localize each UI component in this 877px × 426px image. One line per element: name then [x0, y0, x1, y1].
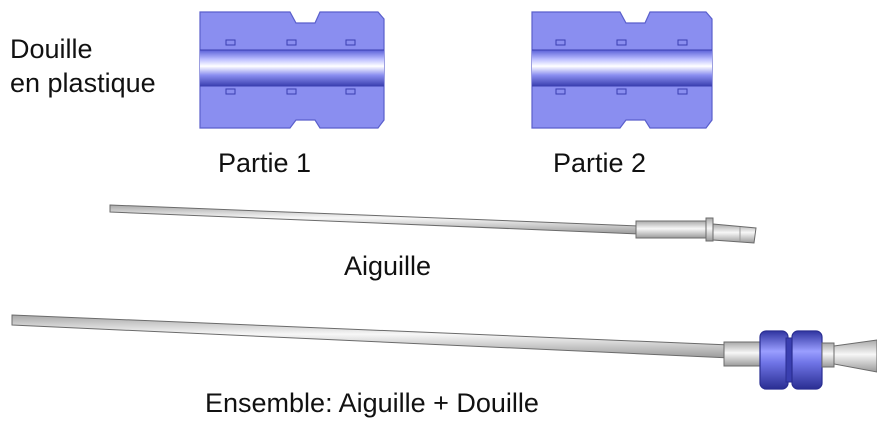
part-1-label: Partie 1: [218, 148, 312, 178]
needle: [109, 204, 757, 244]
part-2-label: Partie 2: [553, 148, 647, 178]
plastic-sleeve-label-line2: en plastique: [10, 68, 156, 98]
needle-label: Aiguille: [344, 251, 432, 281]
sleeve-part-2: [531, 11, 713, 129]
assembly-needle-sleeve: [11, 314, 877, 390]
plastic-sleeve-label-line1: Douille: [10, 34, 93, 64]
assembly-label: Ensemble: Aiguille + Douille: [205, 388, 539, 418]
sleeve-part-1: [199, 11, 385, 129]
plastic-sleeve-label: Douille en plastique: [10, 32, 156, 100]
sleeve-hub: [759, 330, 823, 390]
